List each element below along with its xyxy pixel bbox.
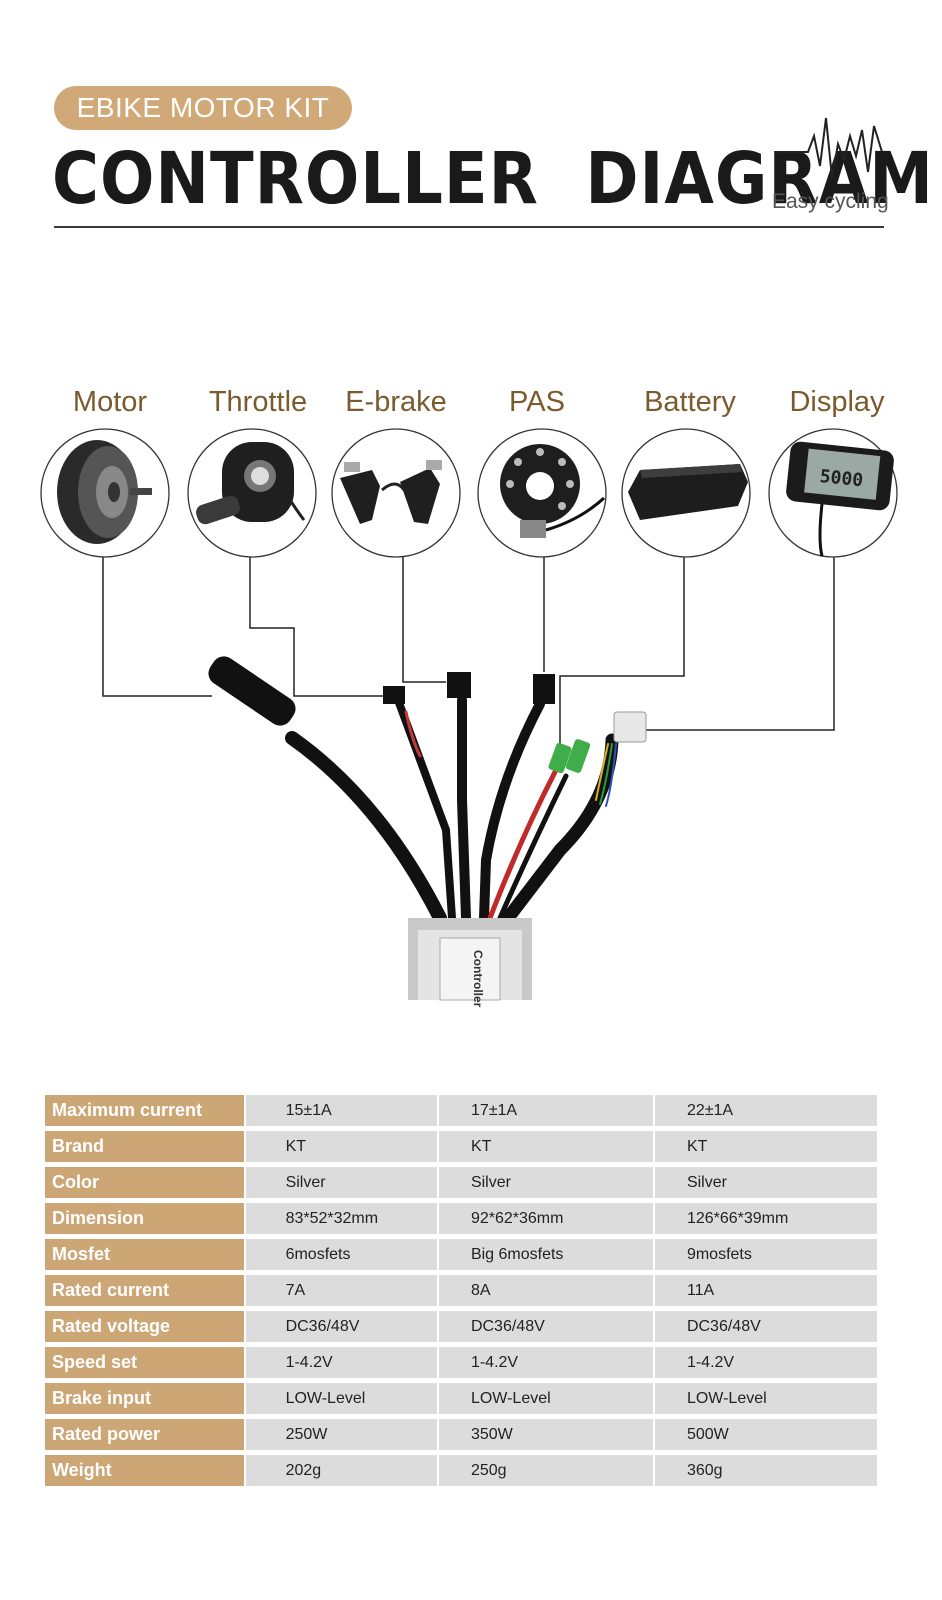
controller-label: Controller bbox=[471, 950, 485, 1008]
svg-text:5000: 5000 bbox=[819, 466, 864, 491]
motor-connector-icon bbox=[208, 656, 296, 726]
spec-value: 83*52*32mm bbox=[285, 1209, 379, 1227]
title-divider bbox=[54, 226, 884, 228]
display-connector-icon bbox=[613, 711, 647, 743]
spec-value: DC36/48V bbox=[470, 1317, 545, 1335]
connector-lines bbox=[102, 557, 835, 750]
spec-name: Rated voltage bbox=[45, 1311, 244, 1342]
spec-value: 350W bbox=[470, 1425, 513, 1443]
spec-row: Mosfet 6mosfets Big 6mosfets 9mosfets bbox=[45, 1239, 877, 1270]
spec-name: Brake input bbox=[45, 1383, 244, 1414]
controller-box-icon: Controller bbox=[408, 918, 532, 1008]
spec-value: 15±1A bbox=[285, 1101, 332, 1119]
label-pas: PAS bbox=[509, 386, 565, 418]
pas-connector-icon bbox=[533, 674, 555, 704]
spec-value: 250g bbox=[470, 1461, 507, 1479]
heartbeat-logo-icon bbox=[778, 117, 883, 179]
spec-value: 1-4.2V bbox=[285, 1353, 333, 1371]
spec-value: 6mosfets bbox=[285, 1245, 351, 1263]
wiring-diagram: 5000 Controller bbox=[40, 428, 898, 1008]
spec-row: Maximum current 15±1A 17±1A 22±1A bbox=[45, 1095, 877, 1126]
spec-value: Silver bbox=[470, 1173, 511, 1191]
spec-value: 9mosfets bbox=[686, 1245, 752, 1263]
brand-tagline: Easy cycling bbox=[772, 190, 889, 213]
throttle-connector-icon bbox=[383, 686, 405, 704]
spec-value: LOW-Level bbox=[686, 1389, 767, 1407]
battery-icon bbox=[621, 428, 751, 558]
spec-row: Rated current 7A 8A 11A bbox=[45, 1275, 877, 1306]
spec-value: DC36/48V bbox=[285, 1317, 360, 1335]
spec-value: 126*66*39mm bbox=[686, 1209, 789, 1227]
spec-name: Weight bbox=[45, 1455, 244, 1486]
spec-value: 250W bbox=[285, 1425, 328, 1443]
spec-value: 22±1A bbox=[686, 1101, 734, 1119]
spec-value: 8A bbox=[470, 1281, 491, 1299]
hub-motor-icon bbox=[40, 428, 170, 558]
spec-value: KT bbox=[470, 1137, 492, 1155]
spec-value: KT bbox=[285, 1137, 307, 1155]
spec-value: KT bbox=[686, 1137, 708, 1155]
spec-name: Speed set bbox=[45, 1347, 244, 1378]
spec-row: Speed set 1-4.2V 1-4.2V 1-4.2V bbox=[45, 1347, 877, 1378]
spec-value: 1-4.2V bbox=[470, 1353, 519, 1371]
spec-value: 11A bbox=[686, 1281, 715, 1299]
spec-value: 1-4.2V bbox=[686, 1353, 735, 1371]
spec-value: 92*62*36mm bbox=[470, 1209, 564, 1227]
label-display: Display bbox=[789, 386, 885, 418]
spec-name: Mosfet bbox=[45, 1239, 244, 1270]
spec-value: Silver bbox=[686, 1173, 727, 1191]
spec-row: Dimension 83*52*32mm 92*62*36mm 126*66*39mm bbox=[45, 1203, 877, 1234]
spec-name: Brand bbox=[45, 1131, 244, 1162]
spec-row: Color Silver Silver Silver bbox=[45, 1167, 877, 1198]
thumb-throttle-icon bbox=[187, 428, 317, 558]
spec-value: DC36/48V bbox=[686, 1317, 761, 1335]
spec-value: 360g bbox=[686, 1461, 723, 1479]
wire-harness bbox=[285, 695, 619, 925]
spec-value: Silver bbox=[285, 1173, 326, 1191]
spec-value: LOW-Level bbox=[470, 1389, 551, 1407]
lcd-display-icon: 5000 bbox=[768, 428, 898, 558]
spec-name: Rated power bbox=[45, 1419, 244, 1450]
page-title: CONTROLLER DIAGRAM bbox=[52, 138, 934, 221]
spec-table: Maximum current 15±1A 17±1A 22±1A Brand KT KT K… bbox=[45, 1090, 877, 1491]
battery-connector-icon bbox=[548, 739, 591, 774]
spec-value: Big 6mosfets bbox=[470, 1245, 564, 1263]
spec-name: Rated current bbox=[45, 1275, 244, 1306]
spec-row: Rated voltage DC36/48V DC36/48V DC36/48V bbox=[45, 1311, 877, 1342]
label-battery: Battery bbox=[644, 386, 736, 418]
brake-connector-icon bbox=[447, 672, 471, 698]
spec-name: Color bbox=[45, 1167, 244, 1198]
spec-value: 7A bbox=[285, 1281, 306, 1299]
spec-value: 17±1A bbox=[470, 1101, 518, 1119]
label-motor: Motor bbox=[72, 386, 148, 418]
kit-badge: EBIKE MOTOR KIT bbox=[54, 86, 352, 130]
spec-row: Brand KT KT KT bbox=[45, 1131, 877, 1162]
spec-value: 500W bbox=[686, 1425, 729, 1443]
spec-value: LOW-Level bbox=[285, 1389, 366, 1407]
spec-name: Dimension bbox=[45, 1203, 244, 1234]
label-ebrake: E-brake bbox=[345, 386, 447, 418]
spec-row: Brake input LOW-Level LOW-Level LOW-Level bbox=[45, 1383, 877, 1414]
spec-row: Rated power 250W 350W 500W bbox=[45, 1419, 877, 1450]
spec-row: Weight 202g 250g 360g bbox=[45, 1455, 877, 1486]
spec-value: 202g bbox=[285, 1461, 322, 1479]
spec-name: Maximum current bbox=[45, 1095, 244, 1126]
label-throttle: Throttle bbox=[208, 386, 308, 418]
brake-levers-icon bbox=[331, 428, 461, 558]
pas-sensor-icon bbox=[477, 428, 607, 558]
